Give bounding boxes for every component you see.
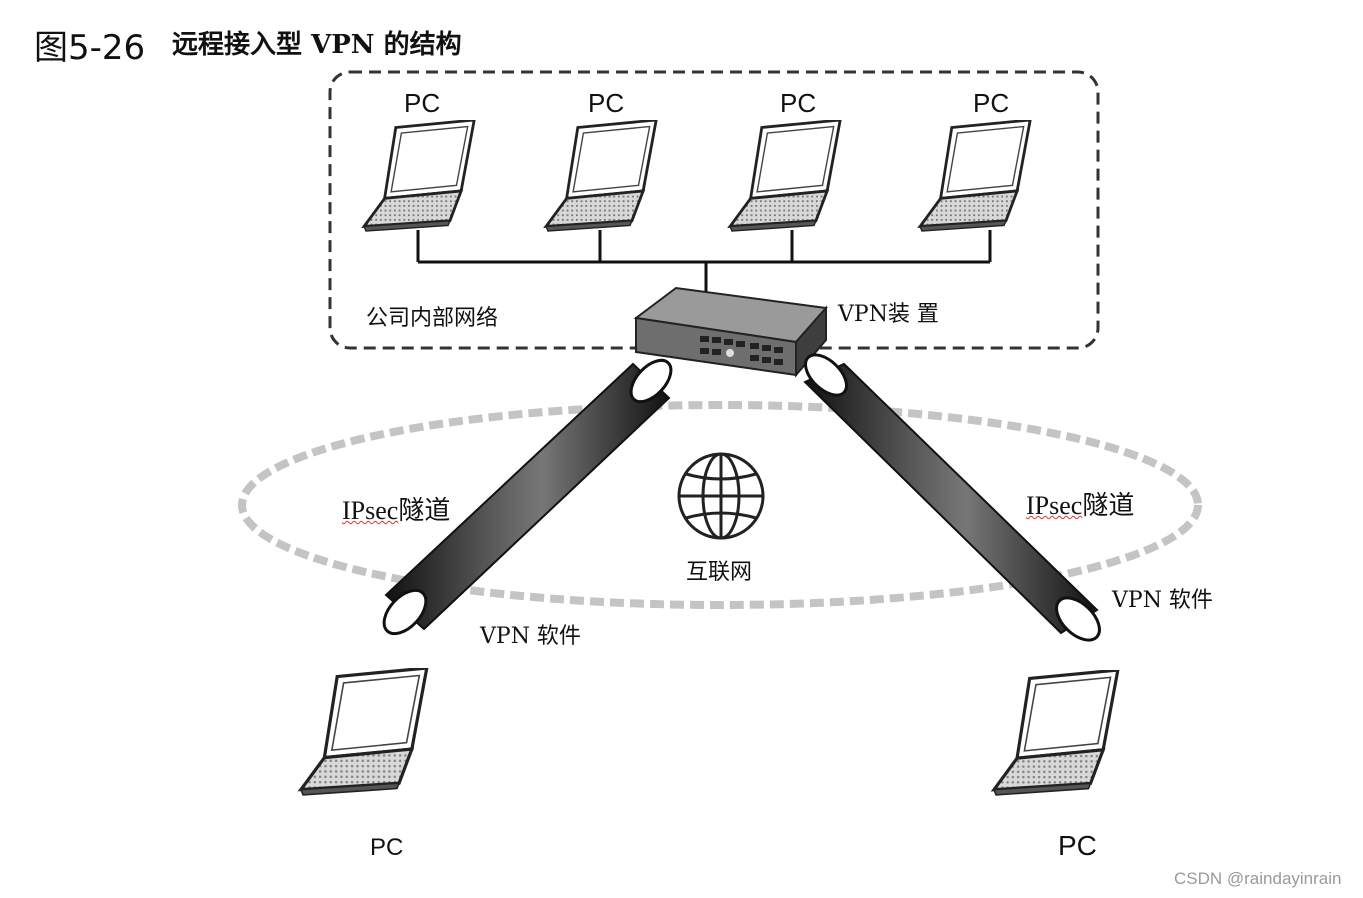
laptop-icon [994, 670, 1118, 795]
ipsec-left-prefix: IPsec [342, 496, 399, 525]
laptop-icon [918, 120, 1032, 232]
lan-cabling [416, 230, 992, 296]
pc-label: PC [404, 88, 441, 118]
pc-label: PC [973, 88, 1010, 118]
figure-title: 远程接入型 VPN 的结构 [172, 30, 462, 60]
pc-label-remote-right: PC [1058, 830, 1097, 861]
ipsec-tunnel-right-label: IPsec隧道 [1026, 485, 1134, 522]
laptop-icon [301, 668, 427, 795]
ipsec-tunnel-left [382, 358, 673, 636]
vpn-software-right-label: VPN 软件 [1112, 588, 1213, 613]
ipsec-tunnel-left-label: IPsec隧道 [342, 490, 450, 527]
ipsec-right-suffix: 隧道 [1082, 491, 1135, 520]
internet-label: 互联网 [686, 560, 753, 585]
ipsec-left-suffix: 隧道 [398, 496, 451, 525]
pc-label-remote-left: PC [370, 834, 404, 861]
ipsec-right-prefix: IPsec [1026, 491, 1083, 520]
internet-cloud-ring [238, 401, 1202, 609]
laptop-icon [544, 120, 658, 232]
laptop-icon [728, 120, 842, 232]
vpn-device-icon [633, 286, 828, 378]
pc-label: PC [780, 88, 817, 118]
globe-icon [677, 452, 765, 540]
vpn-device-label: VPN装 置 [838, 302, 939, 327]
laptop-icon [362, 120, 476, 232]
ipsec-tunnel-right [803, 353, 1101, 642]
pc-label: PC [588, 88, 625, 118]
watermark: CSDN @raindayinrain [1174, 869, 1342, 888]
figure-number: 图5-26 [34, 28, 146, 68]
corporate-network-label: 公司内部网络 [366, 306, 499, 331]
vpn-software-left-label: VPN 软件 [480, 624, 581, 649]
